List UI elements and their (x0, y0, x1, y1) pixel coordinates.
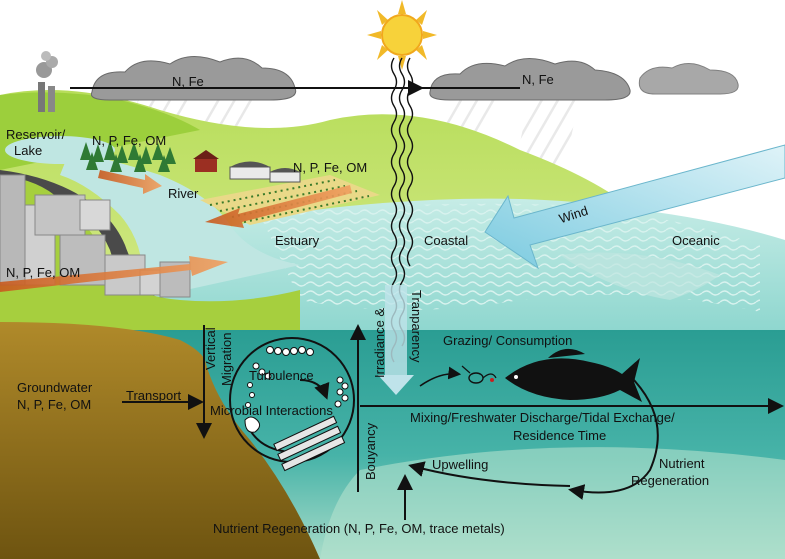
groundwater-label-line2: N, P, Fe, OM (17, 397, 92, 412)
farm-runoff-arrow (205, 185, 352, 228)
vertical-migration-label-1: Vertical (203, 327, 218, 370)
barn-icon (193, 150, 301, 183)
city-buildings (0, 174, 191, 298)
irradiance-label: Irradiance & (372, 307, 387, 378)
estuary-label: Estuary (275, 233, 320, 248)
city-nutrients-label: N, P, Fe, OM (6, 265, 81, 280)
irradiance-shaft (385, 285, 407, 375)
sun-icon (367, 0, 437, 70)
vertical-migration-label-2: Migration (219, 332, 234, 386)
river (60, 150, 300, 300)
zooplankton-icon (461, 365, 497, 384)
mixing-label-line1: Mixing/Freshwater Discharge/Tidal Exchan… (410, 410, 675, 425)
city-land (0, 175, 300, 330)
city-runoff-arrow (0, 256, 228, 292)
transparency-label: Tranparency (409, 290, 424, 363)
sediment (0, 322, 320, 559)
nutrient-regeneration-line1: Nutrient (659, 456, 705, 471)
nutrient-regeneration-line2: Regeneration (631, 473, 710, 488)
fish-icon (505, 348, 642, 402)
oceanic-label: Oceanic (672, 233, 720, 248)
reservoir-label-line2: Lake (14, 143, 43, 158)
deep-light-zone (320, 447, 785, 559)
forest-runoff-arrow (98, 170, 162, 194)
grazing-label: Grazing/ Consumption (443, 333, 573, 348)
cloud-icon (90, 56, 739, 101)
river-label: River (168, 186, 199, 201)
coastal-label: Coastal (424, 233, 469, 248)
open-ocean-swell (560, 252, 720, 300)
wind-arrow (484, 144, 785, 270)
forest (80, 140, 176, 172)
microbial-label: Microbial Interactions (210, 403, 333, 418)
cloud-right-label: N, Fe (522, 72, 554, 87)
forest-nutrients-label: N, P, Fe, OM (92, 133, 167, 148)
turbulence-label: Turbulence (249, 368, 314, 383)
smokestack-icon (36, 51, 58, 112)
bouyancy-label: Bouyancy (363, 422, 378, 480)
reservoir-label-line1: Reservoir/ (6, 127, 66, 142)
groundwater-label-line1: Groundwater (17, 380, 93, 395)
diatom-chain-icon (244, 346, 349, 433)
transport-label: Transport (126, 388, 182, 403)
irradiance-arrowhead (378, 375, 414, 395)
nutrient-regeneration-arrow (568, 377, 659, 500)
bottom-nutrient-regeneration-label: Nutrient Regeneration (N, P, Fe, OM, tra… (213, 521, 505, 536)
grazing-arrow (419, 366, 462, 387)
tree-icon (80, 140, 176, 172)
rod-plankton (273, 415, 346, 472)
upwelling-label: Upwelling (432, 457, 489, 472)
cloud-left-label: N, Fe (172, 74, 204, 89)
runoff-arrows (0, 170, 352, 292)
upwelling-arrow (408, 461, 571, 487)
mixing-label-line2: Residence Time (513, 428, 607, 443)
farm-nutrients-label: N, P, Fe, OM (293, 160, 368, 175)
